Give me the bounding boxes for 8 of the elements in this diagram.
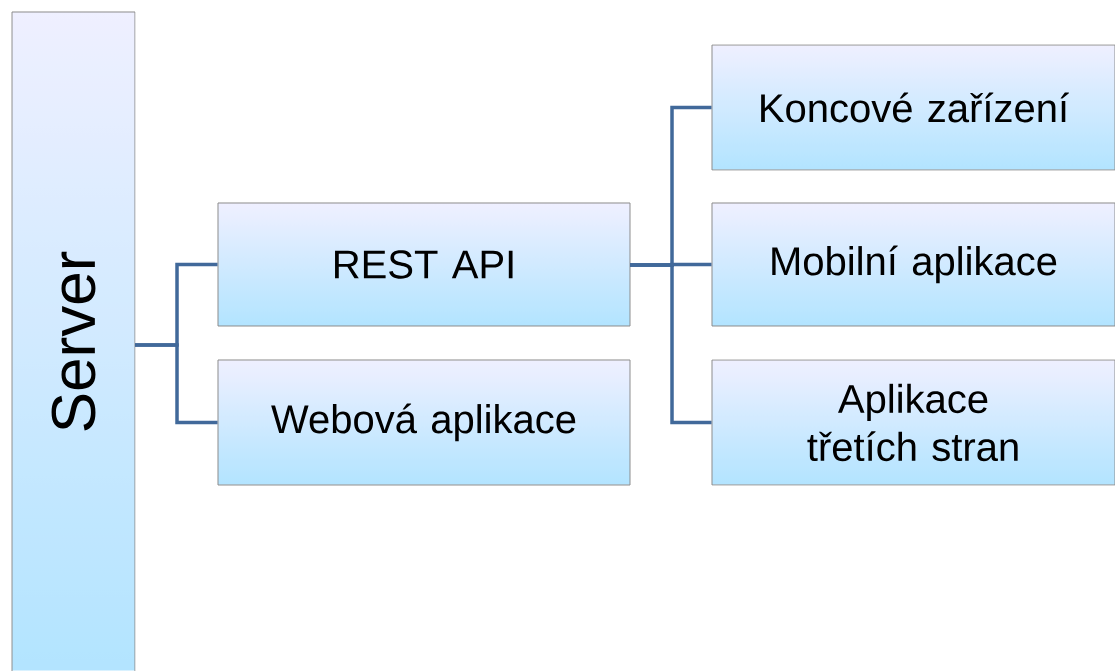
component-box: Aplikace třetích stran (711, 359, 1115, 486)
server-bar: Server (11, 11, 136, 671)
component-box: Koncové zařízení (711, 44, 1115, 171)
component-box: Webová aplikace (217, 359, 631, 486)
component-box: REST API (217, 202, 631, 327)
component-box: Mobilní aplikace (711, 202, 1115, 327)
connector-line (630, 263, 712, 425)
connector-line (135, 343, 218, 425)
